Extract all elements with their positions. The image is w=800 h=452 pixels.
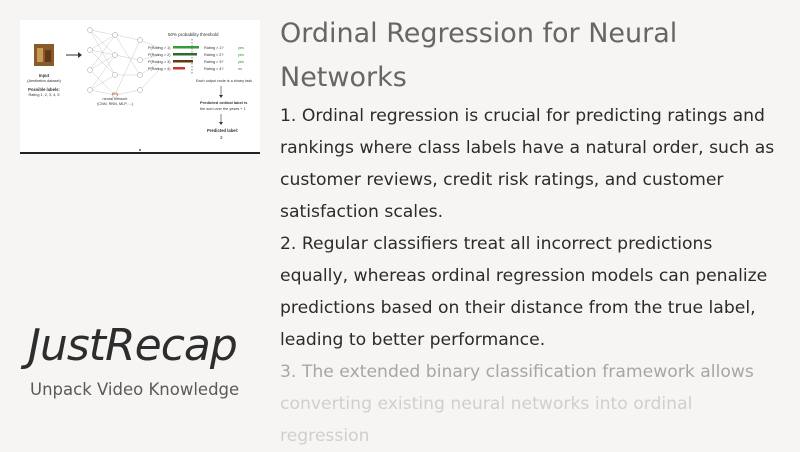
brand-name-part2: Recap [105,320,238,371]
article-title: Ordinal Regression for Neural Networks [280,18,678,93]
brand-logo[interactable]: JustRecap [28,320,238,371]
network-sub: (CNN, RNN, MLP, ...) [97,102,134,106]
article-body: 1. Ordinal regression is crucial for pre… [280,100,785,452]
prob-bar [173,46,199,49]
prob-bar [173,67,185,70]
input-sub: (Aesthetics dataset) [27,79,61,83]
predicted-value: 3 [220,135,223,140]
prob-label: P(Rating > 4) [148,67,171,71]
threshold-label: 50% probability threshold [168,32,219,37]
summary-point: 2. Regular classifiers treat all incorre… [280,234,768,350]
input-label: Input [39,73,50,78]
predicted-ordinal-label: Predicted ordinal label is [200,100,248,105]
prob-bar [173,53,197,56]
summary-point: converting existing neural networks into… [280,394,693,446]
answer-label: yes [238,60,244,64]
predicted-label: Predicted label: [207,128,238,133]
binary-note: Each output node is a binary task [196,79,252,83]
prob-label: P(Rating > 3) [148,60,171,64]
network-label: neural network [103,97,128,101]
answer-label: yes [238,46,244,50]
summary-point: 3. The extended binary classification fr… [280,362,754,382]
rule-label: Rating > 4? [204,67,224,71]
answer-label: yes [238,53,244,57]
answer-label: no [238,67,242,71]
possible-values: Rating 1, 2, 3, 4, 5 [28,93,59,97]
ordinal-regression-diagram: 50% probability threshold P(Rating > 1) … [27,27,252,151]
rule-label: Rating > 3? [204,60,224,64]
summary-point: 1. Ordinal regression is crucial for pre… [280,106,775,222]
network-prefix: Any [112,92,119,96]
possible-labels: Possible labels: [28,87,60,92]
neural-network-graphic [89,29,161,96]
brand-tagline: Unpack Video Knowledge [30,380,240,399]
video-thumbnail[interactable]: 50% probability threshold P(Rating > 1) … [20,20,260,154]
prob-label: P(Rating > 1) [148,46,171,50]
brand-name-part1: Just [28,320,106,371]
rule-label: Rating > 1? [204,46,224,50]
predicted-ordinal-sub: the sum over the yeses + 1 [200,107,246,111]
rule-label: Rating > 2? [204,53,224,57]
prob-label: P(Rating > 2) [148,53,171,57]
prob-bar [173,60,193,63]
